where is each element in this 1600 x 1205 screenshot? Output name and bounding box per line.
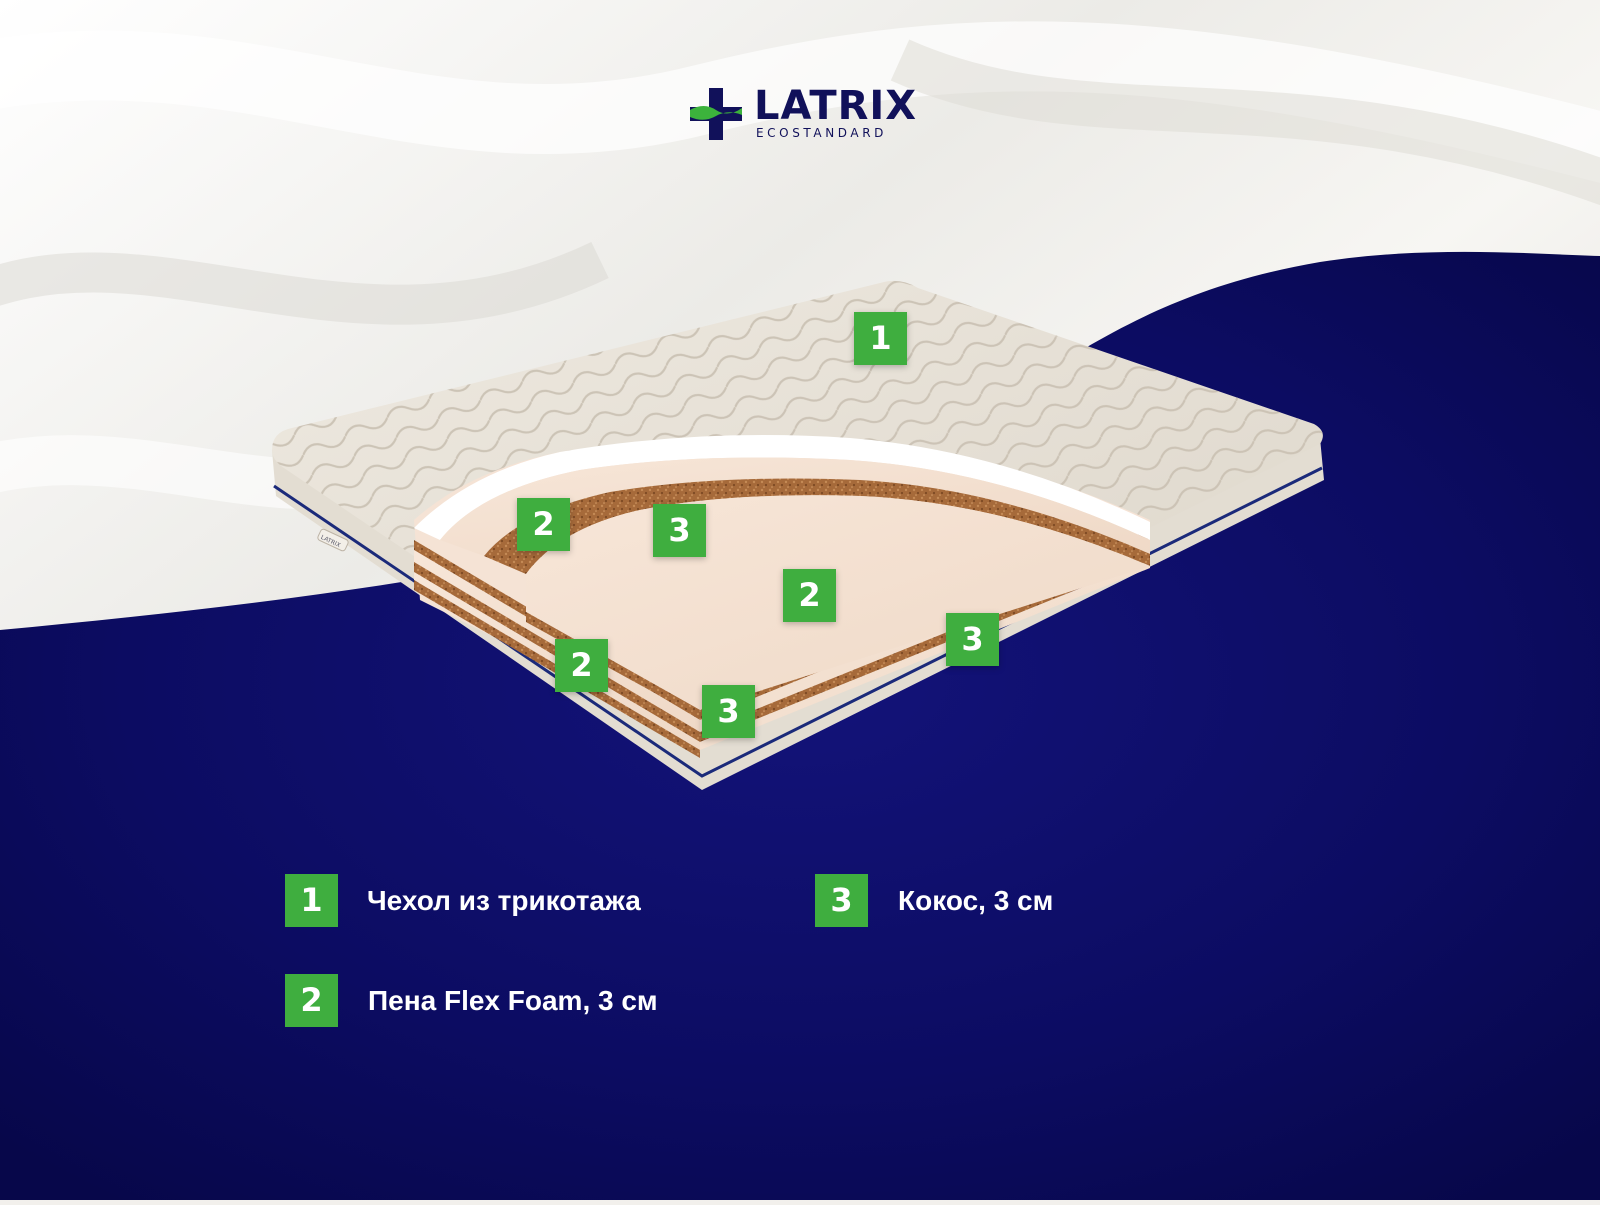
diagram-label: 1: [854, 312, 907, 365]
diagram-label: 2: [783, 569, 836, 622]
brand-logo: LATRIX ECOSTANDARD: [690, 82, 916, 146]
brand-name: LATRIX: [754, 83, 918, 129]
diagram-label: 3: [702, 685, 755, 738]
diagram-label: 3: [946, 613, 999, 666]
diagram-label: 3: [653, 504, 706, 557]
cross-logo-icon: [690, 88, 742, 140]
diagram-label: 2: [555, 639, 608, 692]
diagram-label: 2: [517, 498, 570, 551]
brand-tagline: ECOSTANDARD: [756, 126, 888, 140]
